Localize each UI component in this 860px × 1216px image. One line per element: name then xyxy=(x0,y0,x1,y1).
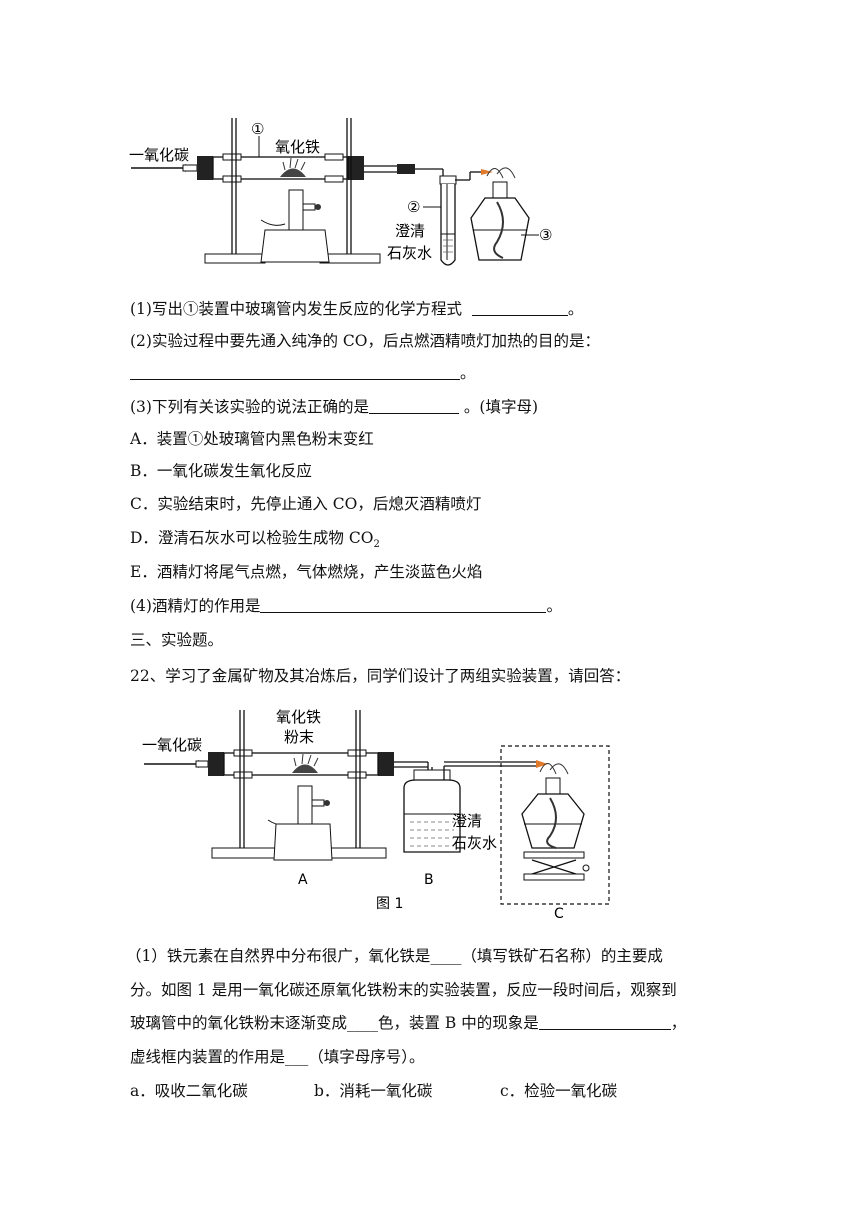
limewater-label-line1: 澄清 xyxy=(395,222,425,240)
label-num-2: ② xyxy=(407,198,420,216)
limewater-label-line2: 石灰水 xyxy=(452,834,497,852)
sample-label: 氧化铁 xyxy=(275,138,320,156)
q22-para-line1: （1）铁元素在自然界中分布很广，氧化铁是____（填写铁矿石名称）的主要成 xyxy=(126,947,663,965)
label-c: C xyxy=(554,906,564,920)
answer-blank[interactable] xyxy=(471,299,568,316)
apparatus-figure-1: 一氧化碳 ① 氧化铁 ② 澄清 石灰水 ③ xyxy=(129,118,552,266)
q22-para-line2: 分。如图 1 是用一氧化碳还原氧化铁粉末的实验装置，反应一段时间后，观察到 xyxy=(130,981,677,999)
choice-b: b．消耗一氧化碳 xyxy=(314,1082,433,1100)
gas-inlet-label: 一氧化碳 xyxy=(142,736,202,754)
gas-inlet-label: 一氧化碳 xyxy=(129,146,189,164)
q21-part3: (3)下列有关该实验的说法正确的是 。(填字母) xyxy=(130,397,538,416)
label-num-3: ③ xyxy=(539,226,552,244)
q21-option-b: B．一氧化碳发生氧化反应 xyxy=(130,462,312,480)
sample-label-line1: 氧化铁 xyxy=(276,708,321,726)
q21-option-a: A．装置①处玻璃管内黑色粉末变红 xyxy=(130,430,374,448)
q22-intro: 22、学习了金属矿物及其冶炼后，同学们设计了两组实验装置，请回答： xyxy=(130,667,631,685)
apparatus-figure-2: 一氧化碳 氧化铁 粉末 A 澄清 石灰水 B C 图 1 xyxy=(142,708,610,920)
q21-option-e: E．酒精灯将尾气点燃，气体燃烧，产生淡蓝色火焰 xyxy=(130,563,483,581)
q22-choices: a．吸收二氧化碳 b．消耗一氧化碳 c．检验一氧化碳 xyxy=(130,1080,617,1102)
choice-a: a．吸收二氧化碳 xyxy=(130,1082,248,1100)
label-num-1: ① xyxy=(251,120,264,138)
q22-para-line4: 虚线框内装置的作用是___（填字母序号）。 xyxy=(130,1048,425,1066)
answer-blank[interactable] xyxy=(130,363,460,380)
q21-part1: (1)写出①装置中玻璃管内发生反应的化学方程式 。 xyxy=(130,299,584,318)
q21-part2: (2)实验过程中要先通入纯净的 CO，后点燃酒精喷灯加热的目的是： xyxy=(130,332,600,350)
answer-blank[interactable] xyxy=(260,596,547,613)
limewater-label-line1: 澄清 xyxy=(452,812,482,830)
q21-part2-answer-line: 。 xyxy=(130,362,476,384)
label-a: A xyxy=(298,872,308,888)
q21-option-c: C．实验结束时，先停止通入 CO，后熄灭酒精喷灯 xyxy=(130,495,482,513)
q22-para-line3: 玻璃管中的氧化铁粉末逐渐变成____色，装置 B 中的现象是， xyxy=(130,1013,687,1032)
limewater-label-line2: 石灰水 xyxy=(387,244,432,262)
figure-caption: 图 1 xyxy=(376,896,403,912)
q21-part4: (4)酒精灯的作用是。 xyxy=(130,596,562,615)
section-title: 三、实验题。 xyxy=(130,631,224,649)
sample-label-line2: 粉末 xyxy=(284,728,314,746)
choice-c: c．检验一氧化碳 xyxy=(500,1082,618,1100)
answer-blank[interactable] xyxy=(538,1013,671,1030)
q21-option-d: D．澄清石灰水可以检验生成物 CO2 xyxy=(130,529,380,551)
label-b: B xyxy=(424,872,434,888)
answer-blank[interactable] xyxy=(368,397,459,414)
